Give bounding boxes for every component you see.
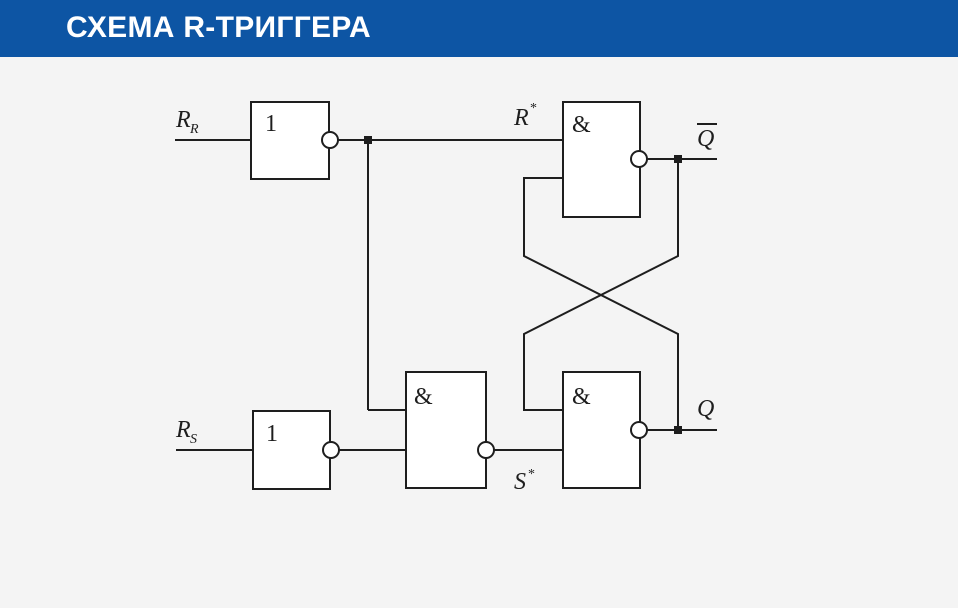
label-rr-sub: R (189, 122, 199, 137)
and-gate-bottom-symbol: & (572, 384, 591, 410)
inverter-gate-r: 1 (250, 101, 339, 180)
inverter-r-body (250, 101, 330, 180)
junction-dot-qbar (674, 155, 682, 163)
junctions (364, 136, 682, 434)
label-rs-main: R (175, 417, 191, 443)
label-qbar-text: Q (697, 126, 714, 152)
page-title: СХЕМА R-ТРИГГЕРА (66, 11, 371, 44)
and-gate-bottom-bubble (630, 421, 648, 439)
label-sstar-sup: * (528, 467, 535, 482)
label-qbar: Q (697, 123, 717, 152)
and-gate-top-symbol: & (572, 112, 591, 138)
label-rstar: R * (513, 101, 537, 131)
and-gate-top-body (562, 101, 641, 218)
junction-dot-q (674, 426, 682, 434)
and-gate-bottom: & (562, 371, 648, 489)
label-sstar-main: S (514, 469, 526, 495)
and-gate-s-symbol: & (414, 384, 433, 410)
and-gate-s-bubble (477, 441, 495, 459)
junction-dot-rstar (364, 136, 372, 144)
label-q-text: Q (697, 396, 714, 422)
label-rstar-sup: * (530, 101, 537, 116)
inverter-s-symbol: 1 (266, 421, 278, 447)
inverter-r-symbol: 1 (265, 111, 277, 137)
inverter-s-body (252, 410, 331, 490)
label-rr-main: R (175, 107, 191, 133)
label-rs: R S (175, 417, 197, 447)
label-rs-sub: S (190, 432, 197, 447)
inverter-gate-s: 1 (252, 410, 340, 490)
wire-feedback-qbar (523, 159, 679, 411)
label-sstar: S * (514, 467, 535, 495)
label-rr: R R (175, 107, 199, 137)
inverter-r-bubble (321, 131, 339, 149)
title-bar: СХЕМА R-ТРИГГЕРА (0, 0, 958, 57)
label-q: Q (697, 396, 714, 422)
label-rstar-main: R (513, 105, 529, 131)
and-gate-s-body (405, 371, 487, 489)
and-gate-top: & (562, 101, 648, 218)
wire-feedback-q (523, 177, 679, 430)
and-gate-s: & (405, 371, 495, 489)
inverter-s-bubble (322, 441, 340, 459)
and-gate-top-bubble (630, 150, 648, 168)
